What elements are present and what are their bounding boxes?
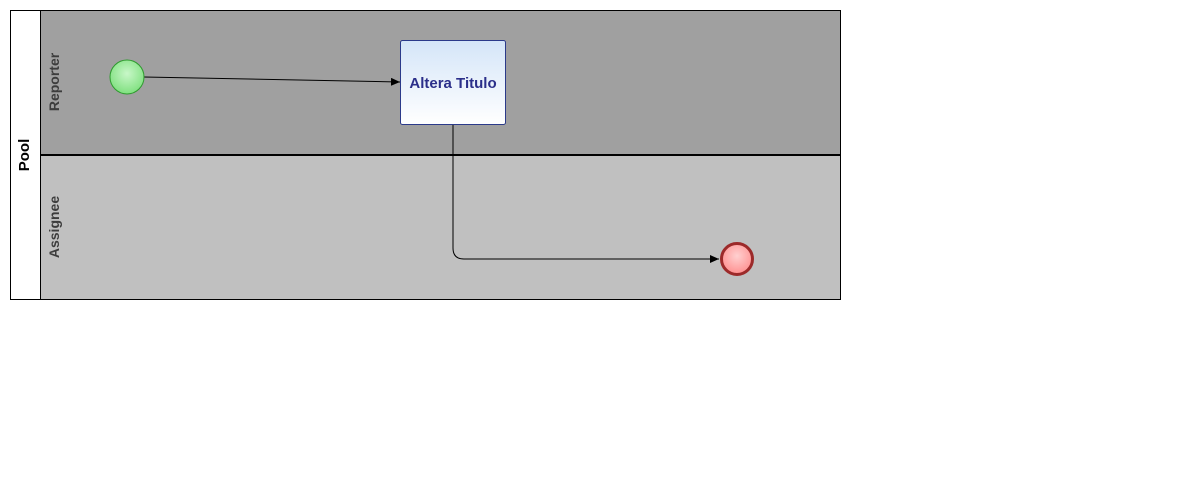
- pool-label: Pool: [16, 139, 33, 172]
- task-altera-titulo[interactable]: Altera Titulo: [400, 40, 506, 125]
- end-event[interactable]: [720, 242, 754, 276]
- pool: Pool: [10, 10, 41, 300]
- pool-header: [10, 10, 41, 300]
- task-label: Altera Titulo: [409, 75, 496, 92]
- start-event[interactable]: [109, 59, 145, 95]
- lane-assignee: Assignee: [40, 154, 841, 300]
- lane-assignee-label: Assignee: [46, 196, 62, 258]
- lane-assignee-body: [40, 154, 841, 300]
- sequence-flow-task-to-end[interactable]: [452, 125, 719, 263]
- lane-reporter-label: Reporter: [46, 52, 62, 111]
- sequence-flow-start-to-task[interactable]: [143, 76, 401, 86]
- task-box[interactable]: [400, 40, 506, 125]
